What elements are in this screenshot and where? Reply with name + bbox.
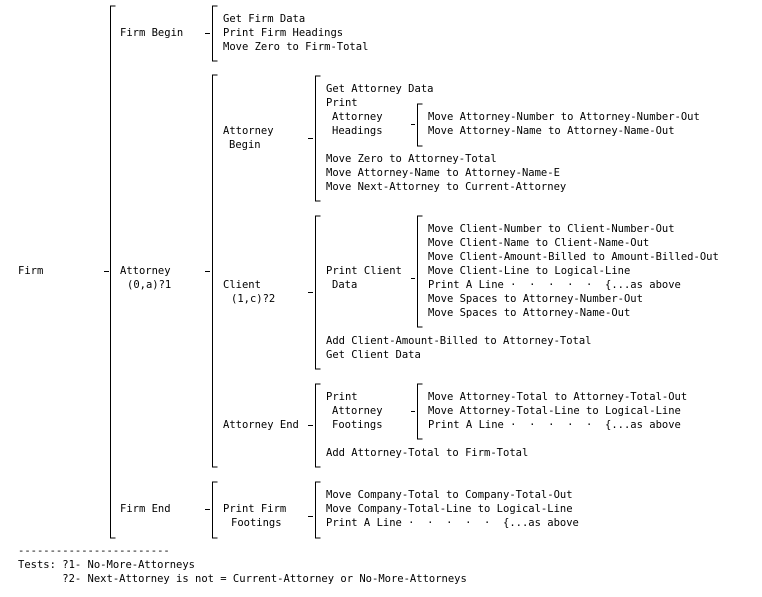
step-get-attorney-data: Get Attorney Data — [326, 83, 434, 95]
bracket-print-client-data — [417, 215, 423, 328]
node-print-firm-footings: Print Firm — [223, 503, 287, 515]
step-move-attorney-total-line: Move Attorney-Total-Line to Logical-Line — [428, 405, 681, 417]
step-move-zero-attorney-total: Move Zero to Attorney-Total — [326, 153, 497, 165]
node-attorney: Attorney — [120, 265, 171, 277]
node-firm-end: Firm End — [120, 503, 171, 515]
step-get-client-data: Get Client Data — [326, 349, 421, 361]
step-move-client-amount-billed: Move Client-Amount-Billed to Amount-Bill… — [428, 251, 719, 263]
step-move-spaces-number: Move Spaces to Attorney-Number-Out — [428, 293, 643, 305]
bracket-attorney-headings — [417, 103, 423, 147]
step-move-company-total-out: Move Company-Total to Company-Total-Out — [326, 489, 573, 501]
bracket-attorney-begin — [315, 75, 321, 202]
step-move-client-number: Move Client-Number to Client-Number-Out — [428, 223, 675, 235]
step-move-spaces-name: Move Spaces to Attorney-Name-Out — [428, 307, 631, 319]
node-client-repetition: (1,c)?2 — [231, 293, 276, 305]
step-add-client-amount: Add Client-Amount-Billed to Attorney-Tot… — [326, 335, 592, 347]
node-print-attorney-headings-2: Attorney — [332, 111, 383, 123]
node-print-attorney-headings: Print — [326, 97, 358, 109]
footer-test-1: Tests: ?1- No-More-Attorneys — [18, 559, 196, 571]
step-move-attorney-total-out: Move Attorney-Total to Attorney-Total-Ou… — [428, 391, 688, 403]
node-print-client-data: Print Client — [326, 265, 402, 277]
node-print-attorney-footings-3: Footings — [332, 419, 383, 431]
node-attorney-repetition: (0,a)?1 — [127, 279, 172, 291]
node-print-attorney-footings-2: Attorney — [332, 405, 383, 417]
step-move-client-line: Move Client-Line to Logical-Line — [428, 265, 631, 277]
bracket-attorney-footings — [417, 383, 423, 440]
step-print-firm-headings: Print Firm Headings — [223, 27, 344, 39]
step-move-client-name: Move Client-Name to Client-Name-Out — [428, 237, 650, 249]
node-attorney-begin-2: Begin — [229, 139, 261, 151]
node-print-attorney-headings-3: Headings — [332, 125, 383, 137]
bracket-firm — [110, 5, 116, 539]
bracket-client — [315, 215, 321, 370]
node-print-client-data-2: Data — [332, 279, 358, 291]
step-move-attorney-name-out: Move Attorney-Name to Attorney-Name-Out — [428, 125, 675, 137]
step-move-zero-firm-total: Move Zero to Firm-Total — [223, 41, 369, 53]
step-move-attorney-name-e: Move Attorney-Name to Attorney-Name-E — [326, 167, 560, 179]
bracket-firm-footings — [315, 481, 321, 539]
node-client: Client — [223, 279, 261, 291]
node-print-attorney-footings: Print — [326, 391, 358, 403]
step-get-firm-data: Get Firm Data — [223, 13, 306, 25]
footer-rule: ------------------------ — [18, 545, 170, 557]
step-print-a-line-attorney: Print A Line · · · · · {...as above — [428, 419, 681, 431]
node-attorney-end: Attorney End — [223, 419, 299, 431]
bracket-attorney-end — [315, 383, 321, 468]
node-firm-begin: Firm Begin — [120, 27, 184, 39]
step-move-next-attorney: Move Next-Attorney to Current-Attorney — [326, 181, 567, 193]
node-firm: Firm — [18, 265, 44, 277]
node-print-firm-footings-2: Footings — [231, 517, 282, 529]
bracket-attorney — [212, 74, 218, 468]
bracket-firm-end — [212, 481, 218, 539]
step-print-a-line-client: Print A Line · · · · · {...as above — [428, 279, 681, 291]
footer-test-2: ?2- Next-Attorney is not = Current-Attor… — [18, 573, 467, 585]
step-print-a-line-company: Print A Line · · · · · {...as above — [326, 517, 579, 529]
step-add-attorney-total: Add Attorney-Total to Firm-Total — [326, 447, 529, 459]
step-move-company-total-line: Move Company-Total-Line to Logical-Line — [326, 503, 573, 515]
step-move-attorney-number-out: Move Attorney-Number to Attorney-Number-… — [428, 111, 700, 123]
bracket-firm-begin — [212, 5, 218, 62]
node-attorney-begin: Attorney — [223, 125, 274, 137]
